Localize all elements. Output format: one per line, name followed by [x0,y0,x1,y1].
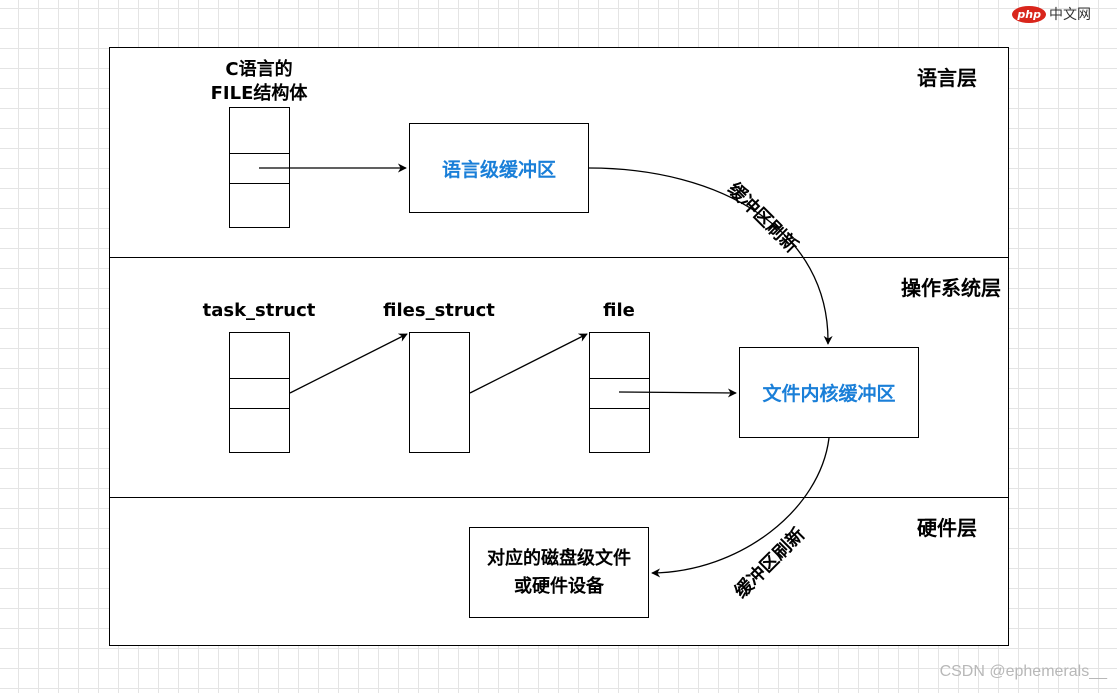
arrow-flush-kernel-to-device [651,437,830,578]
file-label: file [603,300,635,321]
hardware-layer-label: 硬件层 [917,516,977,540]
kernel-buffer-box: 文件内核缓冲区 [739,347,919,438]
device-label-line2: 或硬件设备 [514,575,604,597]
task-struct-cell [230,379,289,409]
php-badge: php [1012,5,1046,23]
device-label-line1: 对应的磁盘级文件 [487,547,631,569]
php-logo: php 中文网 [1012,4,1091,24]
arrow-flush-language-to-kernel [588,167,833,345]
file-cell [590,333,649,379]
kernel-buffer-label: 文件内核缓冲区 [762,383,896,405]
arrow-task-to-files-struct [289,333,408,394]
file-cell [590,379,649,409]
os-layer-label: 操作系统层 [901,276,1001,300]
files-struct-label: files_struct [383,300,495,321]
file-struct-cell [230,154,289,184]
language-buffer-box: 语言级缓冲区 [409,123,589,213]
task-struct-cell [230,333,289,379]
language-layer-label: 语言层 [917,66,977,90]
file-struct-label-line2: FILE结构体 [210,83,308,104]
arrow-files-struct-to-file [469,333,588,394]
file-struct-cell [230,108,289,154]
logo-text: 中文网 [1049,7,1091,23]
arrow-file-to-kernel-buffer [618,388,737,398]
task-struct-stack [229,332,290,453]
file-struct-label-line1: C语言的 [225,59,293,80]
layer-divider-language-os [109,257,1009,258]
device-box: 对应的磁盘级文件 或硬件设备 [469,527,649,618]
watermark: CSDN @ephemerals__ [939,663,1107,680]
language-buffer-label: 语言级缓冲区 [441,158,556,181]
task-struct-label: task_struct [202,300,316,321]
files-struct-box [409,332,470,453]
layer-divider-os-hardware [109,497,1009,498]
